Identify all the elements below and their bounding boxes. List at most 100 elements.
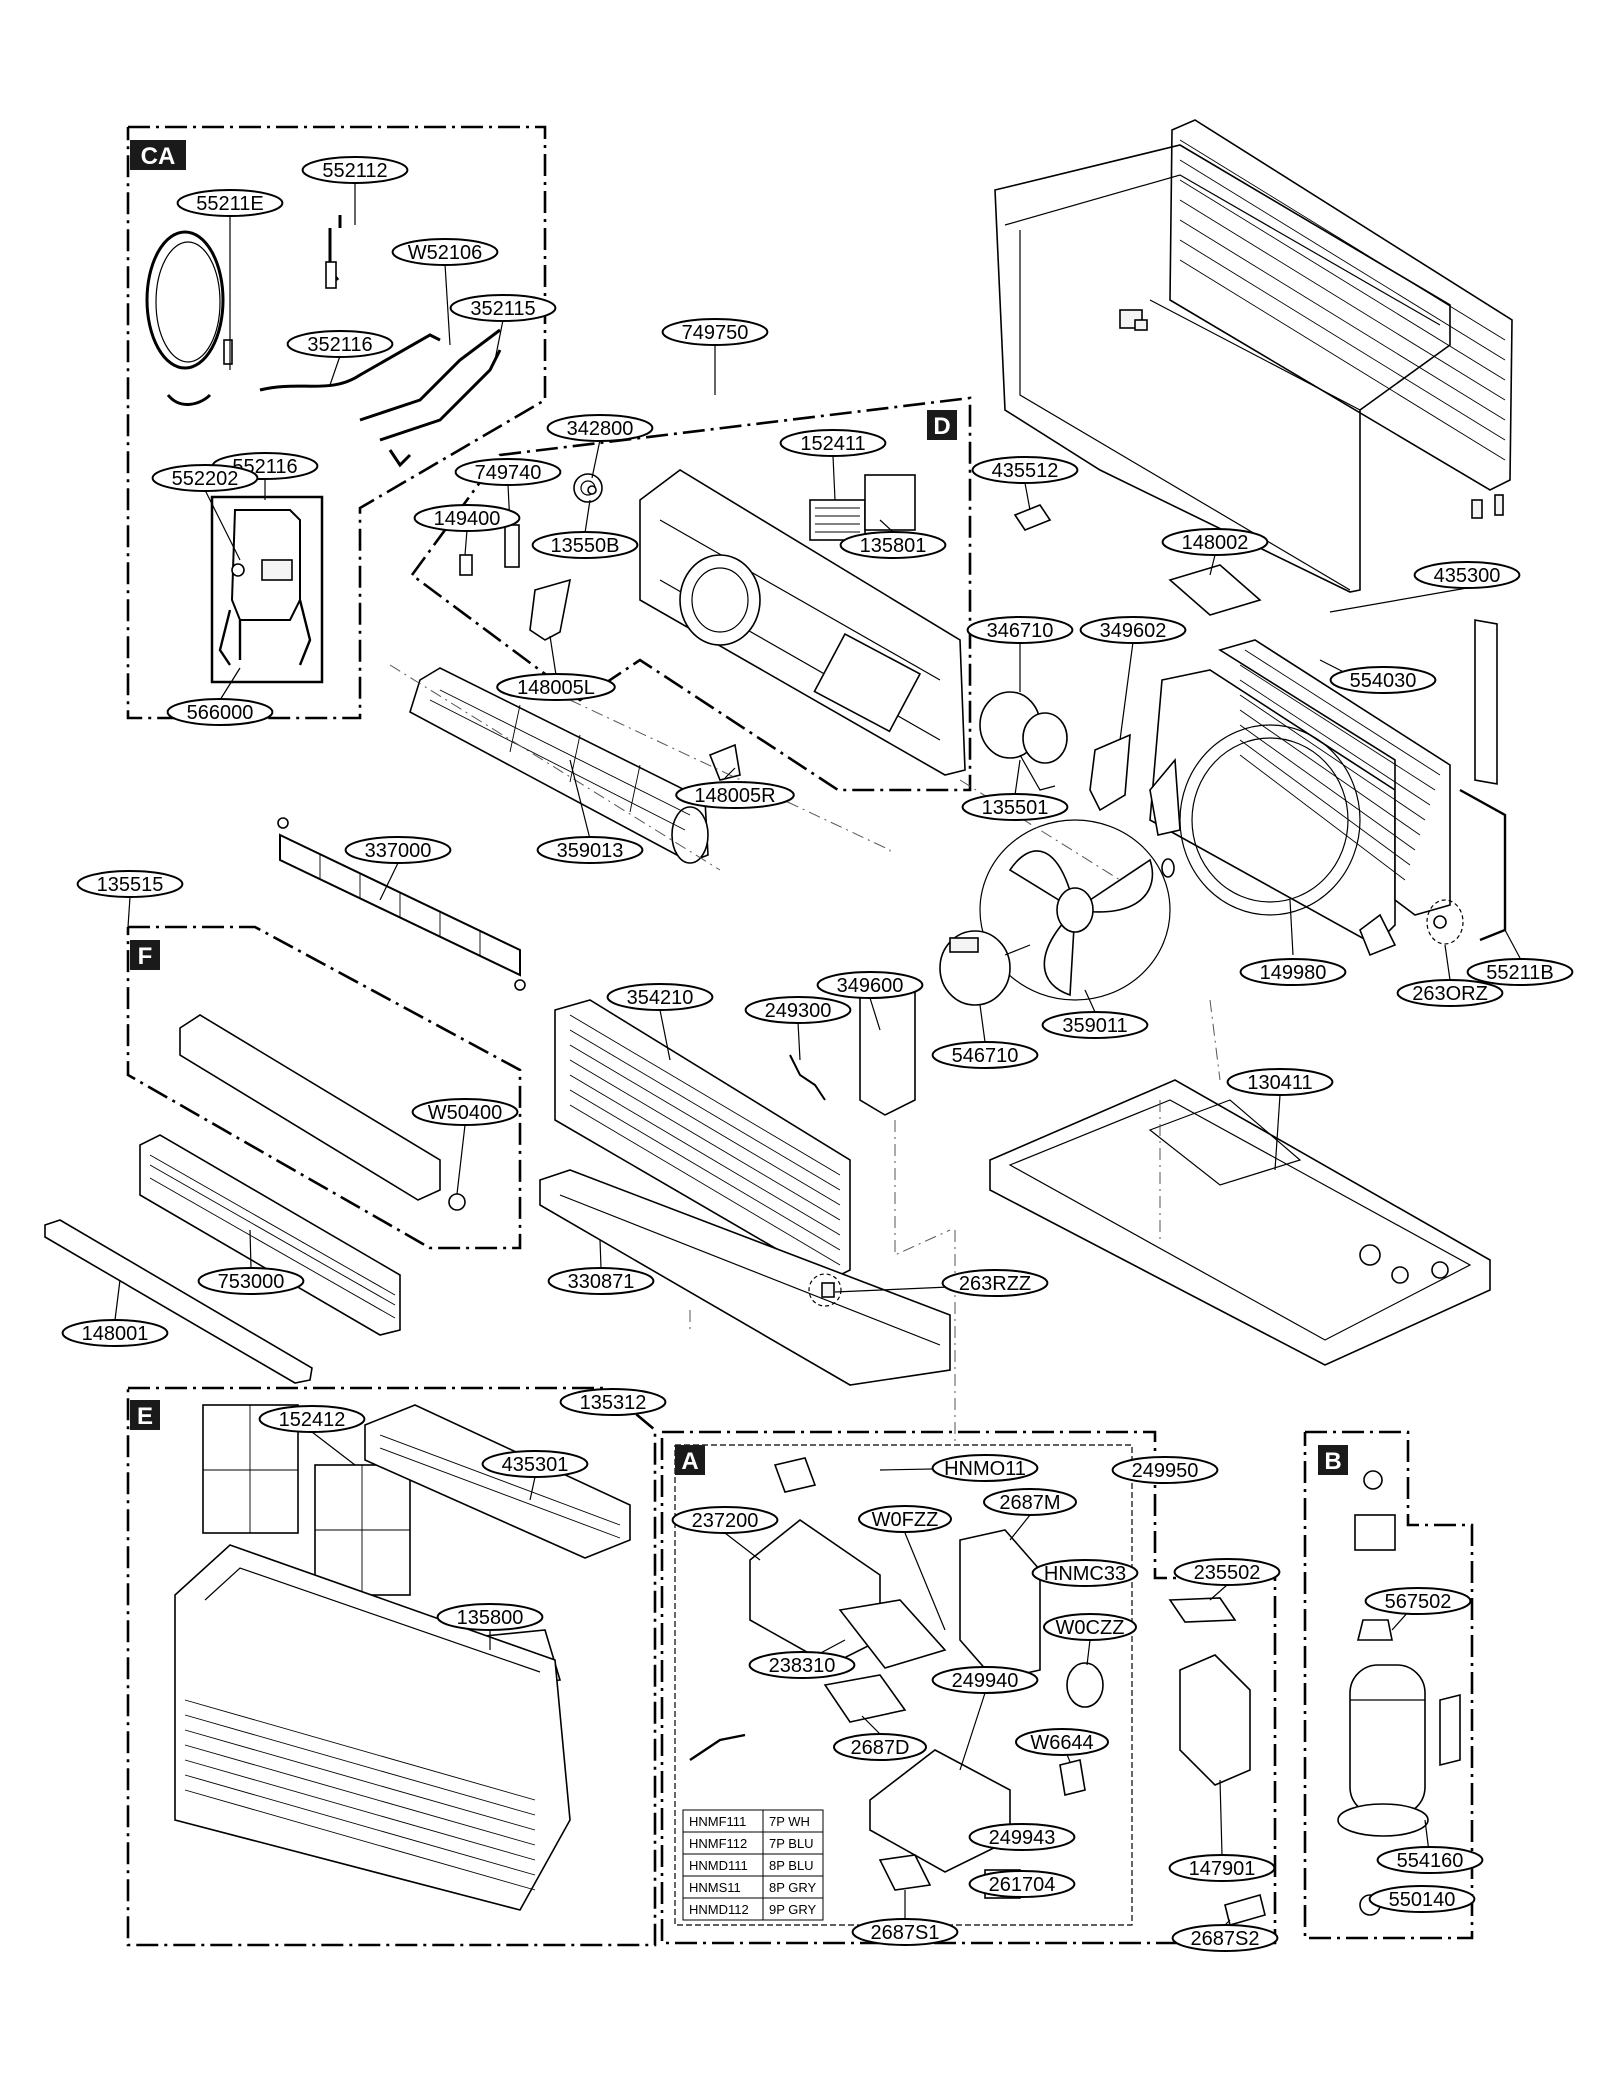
part-label-13550b: 13550B [531, 531, 639, 559]
part-label-text: 249950 [1132, 1460, 1199, 1482]
part-label-148001: 148001 [61, 1319, 169, 1347]
part-label-balloon [1161, 528, 1269, 556]
part-label-balloon [1041, 1011, 1149, 1039]
part-label-263rzz: 263RZZ [941, 1269, 1049, 1297]
section-tag-label: F [138, 943, 153, 970]
part-label-152411: 152411 [779, 429, 887, 457]
part-label-balloon [547, 1267, 655, 1295]
boundary-b [1303, 1430, 1474, 1940]
part-label-147901: 147901 [1168, 1854, 1276, 1882]
fan-motor-drawing [979, 691, 1131, 812]
part-label-hnmc33: HNMC33 [1031, 1559, 1139, 1587]
part-label-balloon [931, 1454, 1039, 1482]
harness-drawing [689, 1733, 746, 1761]
part-label-text: 349602 [1100, 620, 1167, 642]
section-tag-b: B [1318, 1445, 1348, 1475]
blower-housing-drawing [459, 469, 966, 781]
part-label-balloon [344, 836, 452, 864]
section-tag-f: F [130, 940, 160, 970]
part-label-352116: 352116 [286, 330, 394, 358]
part-label-balloon [968, 1870, 1076, 1898]
part-label-text: 147901 [1189, 1858, 1256, 1880]
relay-drawing [1059, 1759, 1086, 1796]
harness-table-cell [762, 1897, 824, 1921]
cover-plate-drawing [773, 1457, 817, 1493]
part-label-balloon [748, 1651, 856, 1679]
part-label-text: 753000 [218, 1271, 285, 1293]
part-label-249943: 249943 [968, 1823, 1076, 1851]
main-pcb-drawing [959, 1529, 1041, 1681]
part-label-text: 435300 [1434, 565, 1501, 587]
boundary-ca [126, 125, 547, 720]
part-label-text: 152412 [279, 1409, 346, 1431]
part-label-text: 546710 [952, 1045, 1019, 1067]
part-label-text: 359011 [1062, 1015, 1127, 1037]
part-label-text: 249940 [952, 1670, 1019, 1692]
part-label-balloon [1413, 561, 1521, 589]
part-label-balloon [1466, 958, 1574, 986]
part-label-text: 566000 [187, 702, 254, 724]
part-label-w6644: W6644 [1015, 1728, 1109, 1756]
part-drawings [44, 119, 1513, 1926]
part-label-552112: 552112 [301, 156, 409, 184]
part-label-567502: 567502 [1364, 1587, 1472, 1615]
part-label-text: 135800 [457, 1607, 524, 1629]
part-label-balloon [1368, 1885, 1476, 1913]
part-label-text: 148002 [1182, 532, 1249, 554]
part-label-text: 149980 [1260, 962, 1327, 984]
front-grille-drawing [364, 1404, 631, 1559]
section-tag-e: E [130, 1400, 160, 1430]
part-label-135501: 135501 [961, 793, 1069, 821]
part-label-text: 238310 [769, 1655, 836, 1677]
part-label-237200: 237200 [671, 1506, 779, 1534]
harness-spec: 7P WH [769, 1814, 810, 1829]
part-label-balloon [744, 996, 852, 1024]
part-label-balloon [671, 1506, 779, 1534]
heater-guard-drawing [277, 817, 526, 991]
electric-heater-drawing [139, 1134, 401, 1336]
part-label-349600: 349600 [816, 971, 924, 999]
part-label-text: 135312 [580, 1392, 647, 1414]
section-tag-box [927, 410, 957, 440]
part-label-hnmo11: HNMO11 [931, 1454, 1039, 1482]
section-tag-box [130, 140, 186, 170]
part-label-352115: 352115 [449, 294, 557, 322]
part-label-749740: 749740 [454, 458, 562, 486]
part-label-w52106: W52106 [391, 238, 499, 266]
motor-546710-drawing [939, 930, 1031, 1006]
part-label-text: 130411 [1247, 1072, 1312, 1094]
part-label-text: 352116 [307, 334, 372, 356]
part-label-balloon [151, 464, 259, 492]
part-label-text: 749750 [682, 322, 749, 344]
part-label-149980: 149980 [1239, 958, 1347, 986]
part-label-566000: 566000 [166, 698, 274, 726]
part-label-balloon [675, 781, 795, 809]
part-label-balloon [411, 1098, 519, 1126]
part-label-balloon [258, 1405, 366, 1433]
part-label-238310: 238310 [748, 1651, 856, 1679]
part-label-text: 554030 [1350, 670, 1417, 692]
part-label-text: 552112 [322, 160, 387, 182]
part-label-text: 235502 [1194, 1562, 1261, 1584]
capacitor-drawing [1066, 1662, 1104, 1708]
part-label-text: W0CZZ [1056, 1617, 1125, 1639]
part-label-2687d: 2687D [833, 1733, 927, 1761]
part-label-balloon [931, 1041, 1039, 1069]
grille-152411-hatch [815, 507, 860, 533]
heater-channel-drawing [179, 1014, 441, 1201]
part-label-w50400: W50400 [411, 1098, 519, 1126]
part-label-text: 135801 [860, 535, 927, 557]
part-label-text: 13550B [551, 535, 620, 557]
part-label-359011: 359011 [1041, 1011, 1149, 1039]
part-label-text: 2687D [851, 1737, 910, 1759]
key-pcb-drawing [823, 1674, 907, 1723]
part-label-w0czz: W0CZZ [1043, 1613, 1137, 1641]
bracket-148002-drawing [1168, 564, 1262, 616]
bracket-435512-drawing [1013, 504, 1052, 531]
part-label-balloon [1396, 979, 1504, 1007]
panel-435300-right-drawing [1474, 619, 1498, 785]
part-label-balloon [1079, 616, 1187, 644]
thermal-fuse-drawing [448, 1193, 466, 1211]
part-label-235502: 235502 [1173, 1558, 1281, 1586]
